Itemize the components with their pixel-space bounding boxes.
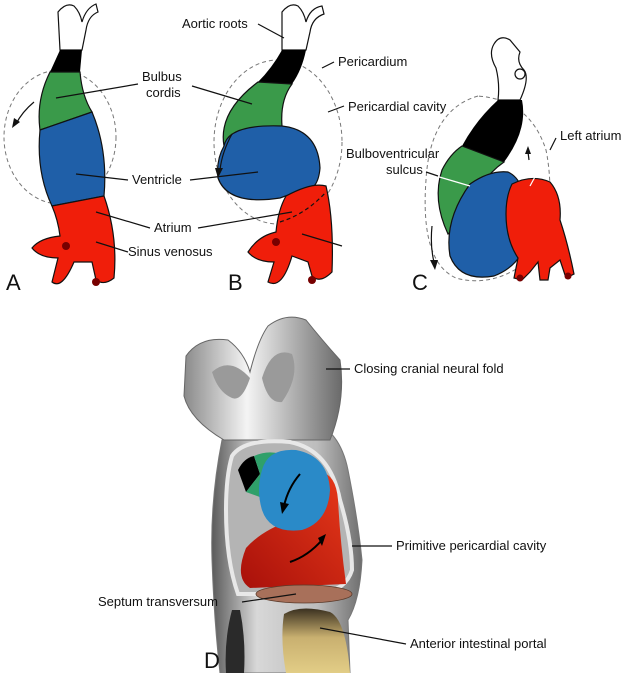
primitive-pericardial-cavity-label: Primitive pericardial cavity: [396, 538, 547, 553]
vein-opening-a: [62, 242, 70, 250]
anterior-intestinal-portal: [282, 608, 350, 673]
atrium-sinus-b: [247, 184, 333, 284]
outflow-tract-c: [462, 100, 524, 162]
anterior-intestinal-portal-label: Anterior intestinal portal: [410, 636, 547, 651]
pericardium-outline-c: [424, 95, 551, 282]
ventricle-d: [259, 449, 330, 531]
panel-label-c: C: [412, 270, 428, 295]
atrium-sinus-a: [31, 195, 116, 285]
closing-neural-fold-label: Closing cranial neural fold: [354, 361, 504, 376]
outflow-tract-b: [258, 50, 306, 84]
pericardium-label: Pericardium: [338, 54, 407, 69]
panel-d: D: [183, 316, 407, 673]
bulbus-cordis-label-line2: cordis: [146, 85, 181, 100]
panel-c: C: [412, 37, 575, 295]
aortic-roots-c: [490, 37, 527, 101]
bulbus-cordis-label: Bulbus: [142, 69, 182, 84]
left-atrium-label: Left atrium: [560, 128, 621, 143]
pericardial-cavity-label: Pericardial cavity: [348, 99, 447, 114]
aortic-roots-b: [281, 4, 325, 51]
rotation-arrow-c: [430, 225, 435, 263]
panel-a: A: [3, 3, 151, 295]
atrium-label: Atrium: [154, 220, 192, 235]
flow-arrow-ventricle: [283, 473, 301, 507]
rotation-arrow-a: [15, 101, 35, 125]
sinus-venosus-label: Sinus venosus: [128, 244, 213, 259]
bulboventricular-sulcus-label-line2: sulcus: [386, 162, 423, 177]
panel-label-a: A: [6, 270, 21, 295]
septum-transversum: [255, 584, 353, 604]
ventricle-label: Ventricle: [132, 172, 182, 187]
rotation-arrow-b: [219, 133, 233, 171]
panel-b: B: [189, 4, 345, 295]
panel-label-b: B: [228, 270, 243, 295]
aortic-roots-a: [57, 3, 99, 51]
bulboventricular-sulcus-label: Bulboventricular: [346, 146, 440, 161]
aortic-roots-label: Aortic roots: [182, 16, 248, 31]
septum-transversum-label: Septum transversum: [98, 594, 218, 609]
left-atrium-c: [505, 177, 575, 281]
outflow-tract-a: [50, 50, 82, 72]
panel-label-d: D: [204, 648, 220, 673]
outflow-tract-d: [238, 456, 260, 492]
flow-arrow-atrium: [289, 539, 323, 563]
